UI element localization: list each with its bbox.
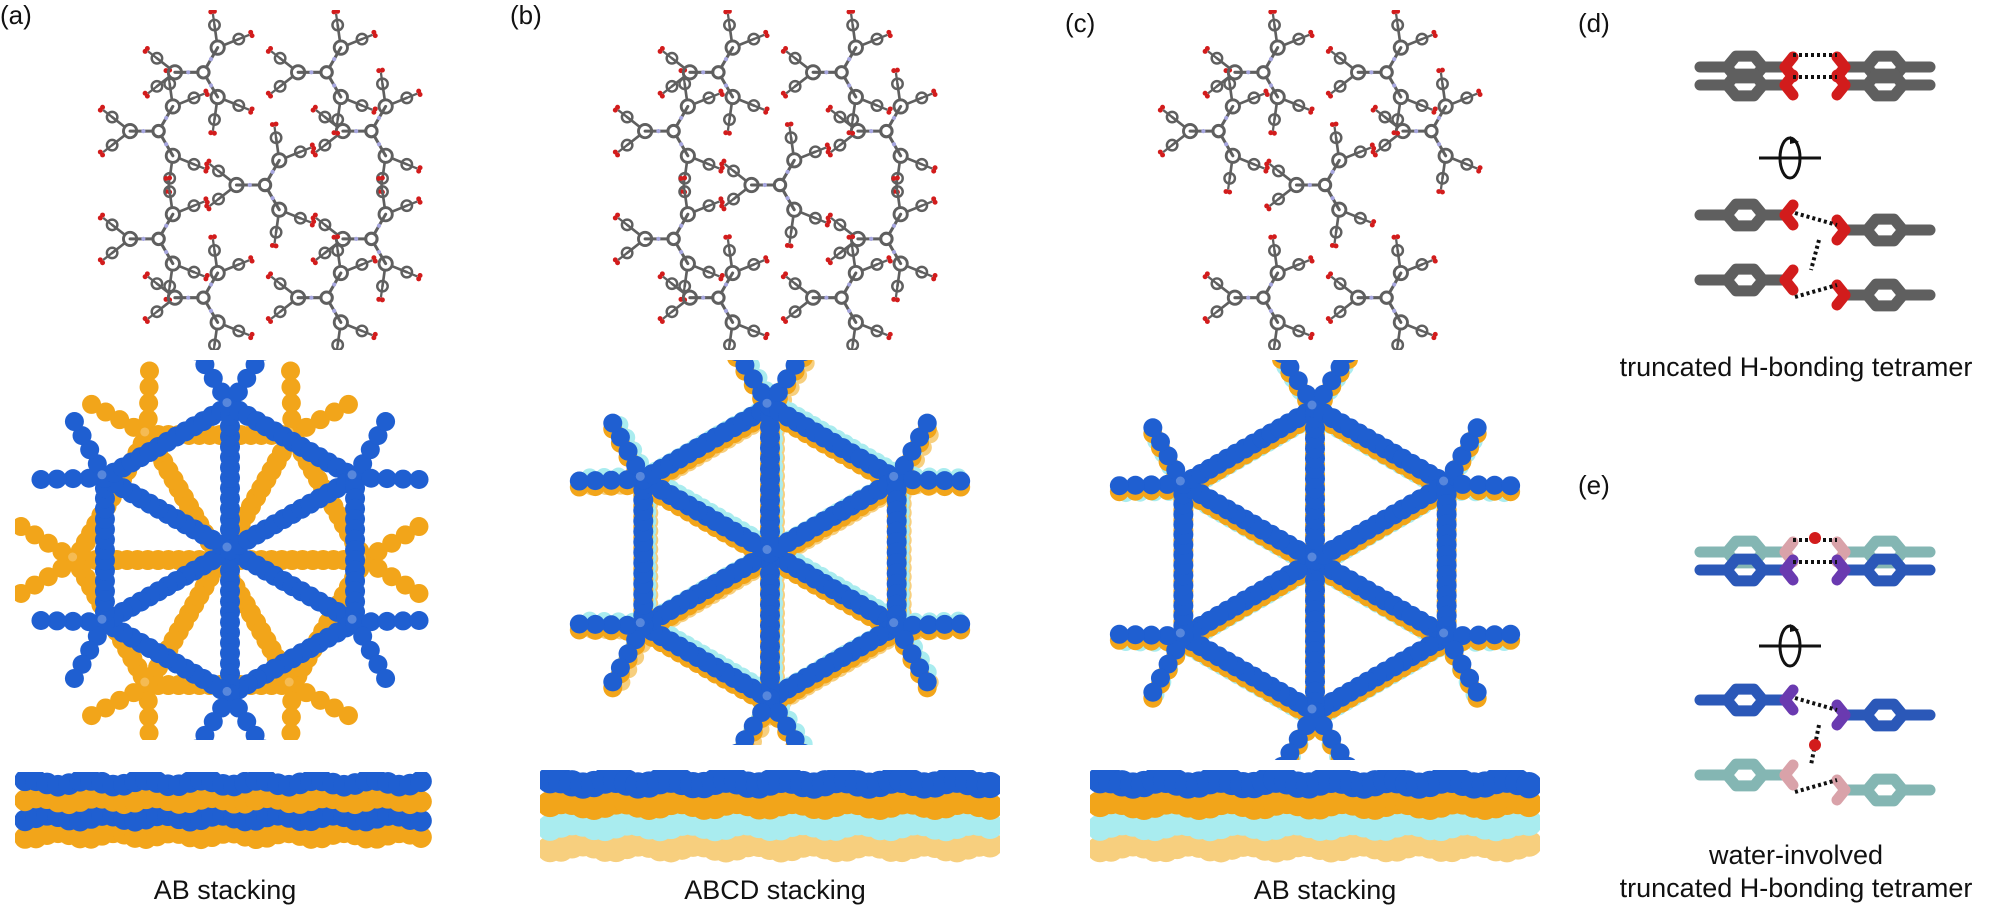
spacefill-top-view-a xyxy=(15,360,429,740)
ligand-node xyxy=(265,234,378,350)
ligand-node xyxy=(97,175,210,303)
ligand-node xyxy=(657,10,770,136)
tetramer xyxy=(1694,50,1936,102)
stacking-side-view-b xyxy=(540,770,1000,863)
caption-d: truncated H-bonding tetramer xyxy=(1619,352,1973,382)
ligand-node xyxy=(825,67,938,195)
ligand-node xyxy=(97,67,210,195)
tetramer xyxy=(1694,198,1936,312)
tetramer xyxy=(1694,683,1936,807)
ligand-node xyxy=(1370,67,1483,195)
caption-e-line2: truncated H-bonding tetramer xyxy=(1619,873,1973,903)
ligand-node xyxy=(825,175,938,303)
ligand-node xyxy=(1325,234,1438,350)
caption-b: ABCD stacking xyxy=(684,875,866,905)
panel-label-b: (b) xyxy=(510,0,542,30)
rotation-arrow-icon-shape-e xyxy=(1759,624,1821,668)
caption-a: AB stacking xyxy=(153,875,297,905)
layer-blue xyxy=(569,360,971,745)
stacking-side-view-c xyxy=(1090,770,1540,863)
panel-label-a: (a) xyxy=(0,0,32,30)
ligand-node xyxy=(310,175,423,303)
ligand-node xyxy=(780,234,893,350)
ligand-node xyxy=(612,175,725,303)
rotation-arrow-icon-shape xyxy=(1759,136,1821,180)
side-layer xyxy=(1090,830,1540,863)
layer-blue xyxy=(1109,360,1521,760)
side-layer xyxy=(540,830,1000,863)
layer-blue xyxy=(31,360,429,740)
ligand-node xyxy=(1202,10,1315,136)
ligand-node xyxy=(1325,10,1438,136)
ligand-node xyxy=(1202,234,1315,350)
ligand-node xyxy=(1264,121,1377,249)
caption-c: AB stacking xyxy=(1253,875,1397,905)
panel-label-d: (d) xyxy=(1578,8,1610,38)
ligand-node xyxy=(657,234,770,350)
panel-label-e: (e) xyxy=(1578,470,1610,500)
spacefill-top-view-c xyxy=(1109,360,1521,760)
molecule-network-c xyxy=(1157,10,1483,350)
tetramer xyxy=(1694,532,1936,587)
ligand-node xyxy=(310,67,423,195)
side-layer xyxy=(1090,808,1540,842)
ligand-node xyxy=(612,67,725,195)
ligand-node xyxy=(1157,67,1270,195)
ligand-node xyxy=(780,10,893,136)
rotation-arrow-icon xyxy=(1755,130,1825,186)
panel-label-c: (c) xyxy=(1065,8,1096,38)
side-layer xyxy=(15,772,432,797)
ligand-node xyxy=(204,121,317,249)
ligand-node xyxy=(142,234,255,350)
side-layer xyxy=(540,787,1000,821)
ligand-node xyxy=(265,10,378,136)
ligand-node xyxy=(719,121,832,249)
spacefill-top-view-b xyxy=(569,360,971,745)
molecule-network-a xyxy=(97,10,423,350)
hbond-tetramer-top-e xyxy=(1694,532,1936,587)
caption-e-line1: water-involved xyxy=(1708,840,1884,870)
side-layer xyxy=(540,770,1000,799)
stacking-side-view-a xyxy=(15,772,432,850)
ligand-node xyxy=(142,10,255,136)
rotation-arrow-icon-e xyxy=(1755,618,1825,674)
hbond-tetramer-top-d xyxy=(1694,50,1936,102)
side-layer xyxy=(1090,770,1540,799)
molecule-network-b xyxy=(612,10,938,350)
hbond-tetramer-side-d xyxy=(1694,198,1936,312)
hbond-tetramer-side-e xyxy=(1694,683,1936,807)
side-layer xyxy=(15,786,432,815)
